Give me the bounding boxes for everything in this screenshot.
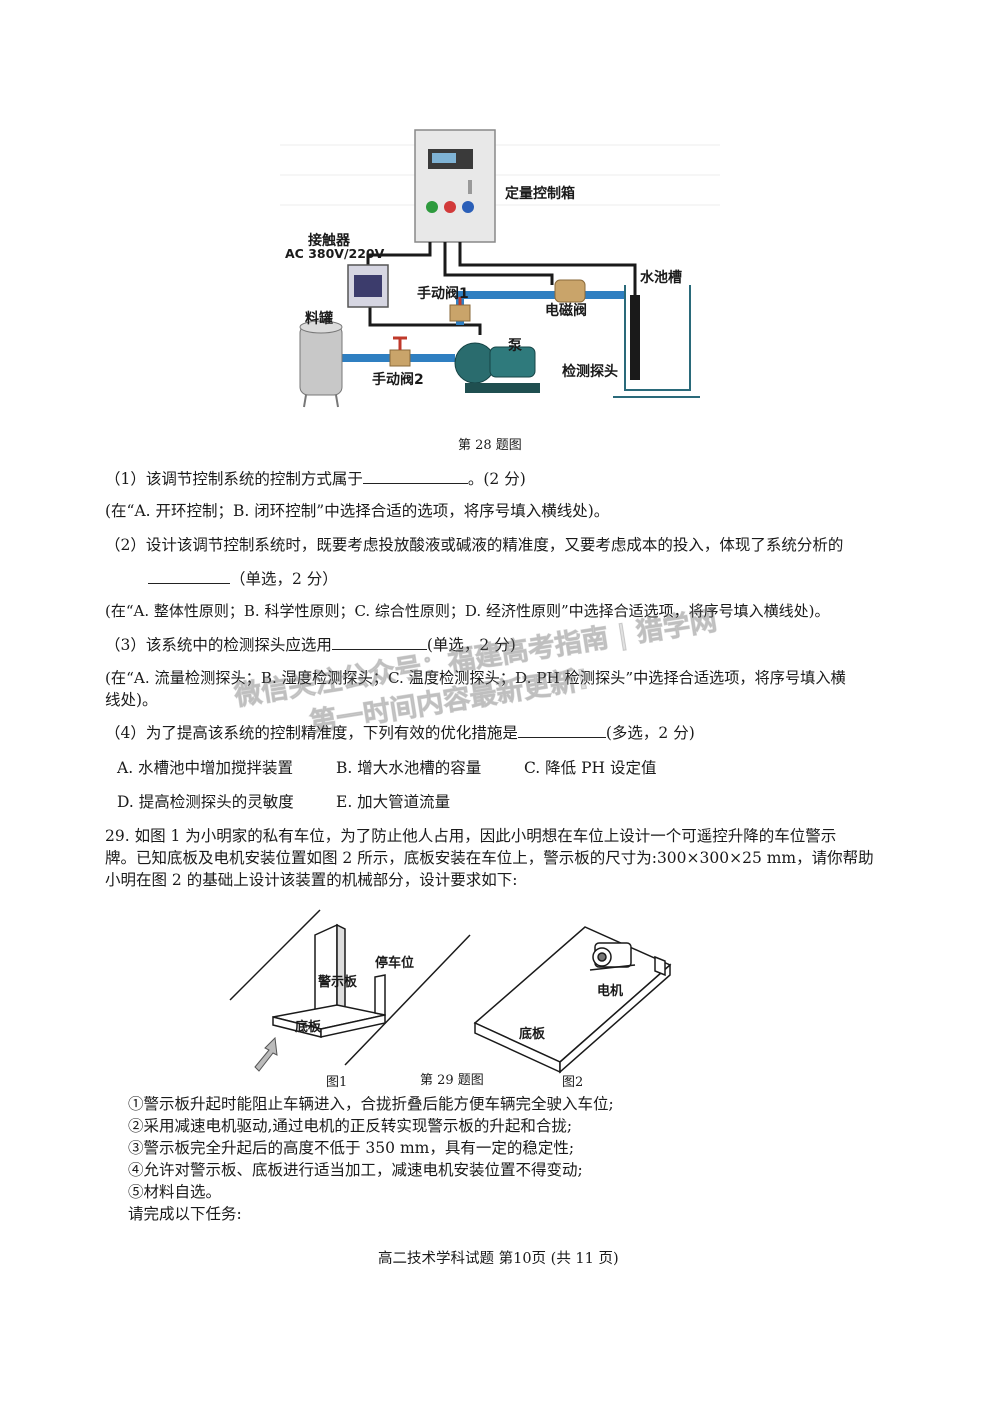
q29-line-1: 29. 如图 1 为小明家的私有车位，为了防止他人占用，因此小明想在车位上设计一… [105, 827, 837, 845]
q3-suffix: (单选，2 分) [426, 636, 516, 654]
manual-valve-1-icon [449, 304, 471, 322]
motor-icon [589, 942, 636, 971]
label-contactor: 接触器 [308, 233, 350, 249]
q4-option-b: B. 增大水池槽的容量 [336, 759, 482, 777]
solenoid-valve-icon [554, 279, 586, 303]
q29-line-2: 牌。已知底板及电机安装位置如图 2 所示，底板安装在车位上，警示板的尺寸为:30… [105, 849, 874, 867]
q2-suffix: （单选，2 分） [230, 570, 338, 588]
q1-options-note: (在“A. 开环控制；B. 闭环控制”中选择合适的选项，将序号填入横线处)。 [105, 502, 610, 520]
requirement-5: ⑤材料自选。 [128, 1183, 222, 1201]
q4-suffix: (多选，2 分) [605, 724, 695, 742]
label-parking: 停车位 [375, 956, 415, 971]
figure-29-caption: 第 29 题图 [420, 1073, 484, 1088]
label-tank: 料罐 [305, 311, 333, 327]
q4-answer-blank[interactable] [517, 723, 606, 738]
q4-text: （4）为了提高该系统的控制精准度，下列有效的优化措施是 [105, 724, 518, 742]
manual-valve-2-icon [389, 349, 411, 367]
q3-options-note-1: (在“A. 流量检测探头；B. 湿度检测探头；C. 温度检测探头；D. PH 检… [105, 669, 846, 687]
q4-option-e: E. 加大管道流量 [336, 793, 451, 811]
requirement-3: ③警示板完全升起后的高度不低于 350 mm，具有一定的稳定性; [128, 1139, 575, 1157]
label-contactor-voltage: AC 380V/220V [285, 246, 385, 261]
q4-option-c: C. 降低 PH 设定值 [524, 759, 657, 777]
figure-29: 停车位 警示板 底板 电机 底板 [225, 905, 715, 1090]
control-box-icon [414, 129, 496, 243]
q3-options-note-2: 线处)。 [105, 691, 158, 709]
label-control-box: 定量控制箱 [505, 186, 575, 202]
requirement-1: ①警示板升起时能阻止车辆进入，合拢折叠后能方便车辆完全驶入车位; [128, 1095, 614, 1113]
q2-options-note: (在“A. 整体性原则；B. 科学性原则；C. 综合性原则；D. 经济性原则”中… [105, 602, 830, 620]
task-prompt: 请完成以下任务: [128, 1205, 242, 1223]
probe-icon [630, 295, 640, 380]
pool-icon [613, 285, 700, 398]
q1-suffix: 。(2 分) [467, 470, 526, 488]
q1-answer-blank[interactable] [362, 469, 468, 484]
pump-icon [454, 342, 540, 393]
label-base-board-1: 底板 [295, 1020, 322, 1035]
figure-29-diagram [229, 909, 672, 1074]
q4-option-d: D. 提高检测探头的灵敏度 [117, 793, 294, 811]
q2-line2: （单选，2 分） [148, 569, 338, 589]
label-pool: 水池槽 [640, 270, 682, 286]
fig1-caption: 图1 [326, 1075, 348, 1090]
figure-28-diagram [280, 129, 720, 408]
page-footer: 高二技术学科试题 第10页 (共 11 页) [378, 1251, 619, 1267]
figure-28-caption: 第 28 题图 [458, 438, 522, 453]
requirement-2: ②采用减速电机驱动,通过电机的正反转实现警示板的升起和合拢; [128, 1117, 573, 1135]
q3-answer-blank[interactable] [331, 635, 427, 650]
label-motor: 电机 [597, 984, 624, 999]
q3-line: （3）该系统中的检测探头应选用 (单选，2 分) [105, 635, 516, 655]
q2-answer-blank[interactable] [148, 569, 230, 584]
q1-text: （1）该调节控制系统的控制方式属于 [105, 470, 363, 488]
label-manual-valve-1: 手动阀1 [417, 286, 469, 302]
tank-icon [299, 320, 343, 408]
q29-line-3: 小明在图 2 的基础上设计该装置的机械部分，设计要求如下: [105, 871, 518, 889]
q4-option-a: A. 水槽池中增加搅拌装置 [117, 759, 294, 777]
label-solenoid-valve: 电磁阀 [545, 303, 587, 319]
requirement-4: ④允许对警示板、底板进行适当加工，减速电机安装位置不得变动; [128, 1161, 583, 1179]
label-manual-valve-2: 手动阀2 [372, 372, 424, 388]
q2-text: （2）设计该调节控制系统时，既要考虑投放酸液或碱液的精准度，又要考虑成本的投入，… [105, 536, 844, 554]
direction-arrow-icon [254, 1036, 278, 1072]
label-pump: 泵 [508, 338, 522, 354]
q4-line: （4）为了提高该系统的控制精准度，下列有效的优化措施是 (多选，2 分) [105, 723, 695, 743]
label-probe: 检测探头 [562, 364, 618, 380]
q3-text: （3）该系统中的检测探头应选用 [105, 636, 332, 654]
q1-line: （1）该调节控制系统的控制方式属于 。(2 分) [105, 469, 526, 489]
label-base-board-2: 底板 [519, 1027, 546, 1042]
figure-28: 定量控制箱 接触器 AC 380V/220V 手动阀1 电磁阀 水池槽 料罐 泵… [280, 125, 720, 415]
label-warning-board: 警示板 [318, 975, 358, 990]
fig2-caption: 图2 [562, 1075, 584, 1090]
